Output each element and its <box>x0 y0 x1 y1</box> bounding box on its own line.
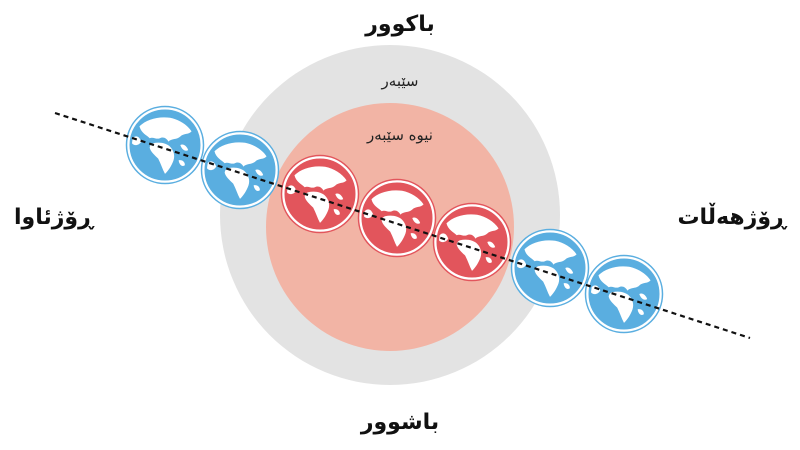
earth-icon <box>584 254 664 334</box>
east-label: ڕۆژهەڵات <box>677 205 786 230</box>
earth-path <box>125 105 664 334</box>
dashed-path-line <box>54 111 751 340</box>
north-label: باکوور <box>365 12 435 37</box>
earth-icon <box>125 105 205 185</box>
earth-in-shadow-icon <box>432 202 512 282</box>
earth-icon <box>510 228 590 308</box>
south-label: باشوور <box>360 410 440 435</box>
earth-in-shadow-icon <box>280 154 360 234</box>
earth-in-shadow-icon <box>357 178 437 258</box>
earth-icon <box>200 130 280 210</box>
west-label: ڕۆژئاوا <box>14 205 94 230</box>
half-shadow-label: نیوە سێبەر <box>367 126 433 144</box>
shadow-label: سێبەر <box>381 72 419 90</box>
